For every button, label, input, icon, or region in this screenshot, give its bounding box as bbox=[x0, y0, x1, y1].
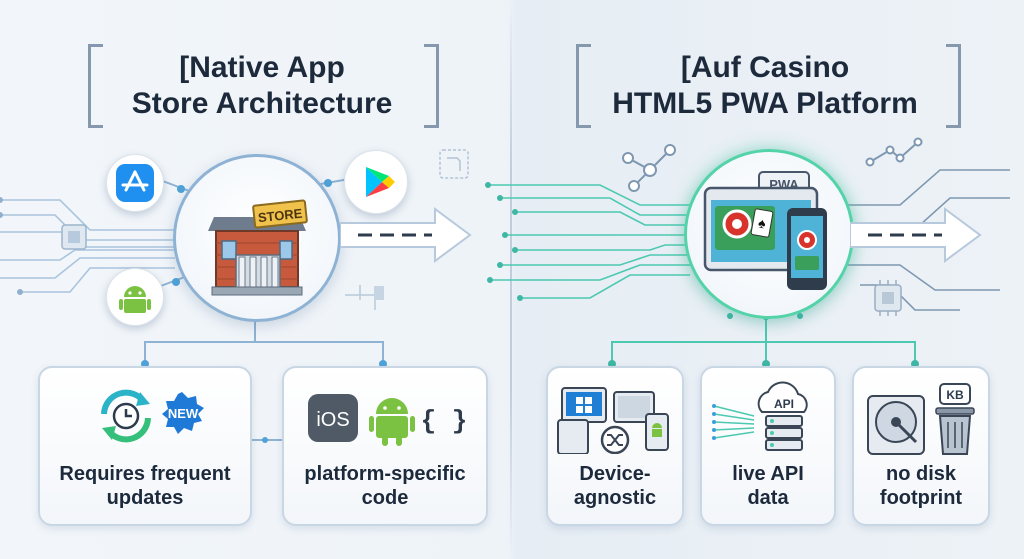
disk-trash-icon: KB bbox=[867, 383, 975, 455]
title-bracket-left bbox=[88, 44, 103, 128]
android-icon bbox=[106, 268, 164, 326]
svg-text:♠: ♠ bbox=[757, 214, 768, 231]
chip-icon bbox=[61, 224, 87, 250]
android-robot-icon bbox=[369, 398, 415, 446]
code-braces-icon: { } bbox=[421, 406, 466, 436]
ios-label: iOS bbox=[316, 409, 349, 431]
card-line1: Device- bbox=[579, 463, 651, 485]
card-frequent-updates: NEW Requires frequent updates bbox=[38, 366, 252, 526]
card-no-disk: KB no disk footprint bbox=[852, 366, 990, 526]
new-badge-text: NEW bbox=[168, 406, 199, 421]
store-sign-text: STORE bbox=[257, 206, 303, 226]
left-title-line2: Store Architecture bbox=[131, 87, 393, 120]
left-title-line1: [Native App bbox=[179, 51, 345, 84]
title-bracket-right-2 bbox=[946, 44, 961, 128]
google-play-icon bbox=[344, 150, 408, 214]
card-line2: code bbox=[361, 487, 409, 509]
card-device-agnostic: Device- agnostic bbox=[546, 366, 684, 526]
api-cloud-server-icon: API bbox=[712, 381, 808, 451]
trend-line-icon bbox=[865, 137, 923, 167]
left-title: [Native App Store Architecture bbox=[100, 50, 424, 122]
card-frequent-updates-label: Requires frequent updates bbox=[40, 462, 250, 510]
card-platform-specific-label: platform-specific code bbox=[284, 462, 486, 510]
multi-device-icon bbox=[557, 387, 669, 454]
card-platform-specific: iOS { } platform-specific code bbox=[282, 366, 488, 526]
title-bracket-left-2 bbox=[576, 44, 591, 128]
native-app-store-hub: STORE bbox=[173, 154, 341, 322]
card-no-disk-label: no disk footprint bbox=[854, 462, 988, 510]
network-icon bbox=[622, 144, 676, 192]
card-live-api-label: live API data bbox=[702, 462, 834, 510]
api-label: API bbox=[774, 397, 794, 411]
right-title: [Auf Casino HTML5 PWA Platform bbox=[580, 50, 950, 122]
pwa-devices-icon: PWA ♠ bbox=[703, 171, 827, 290]
chip-icon-right bbox=[874, 280, 902, 316]
chip-icon-small bbox=[439, 149, 469, 179]
card-line1: live API bbox=[732, 463, 804, 485]
update-cycle-icon: NEW bbox=[101, 389, 204, 443]
title-bracket-right bbox=[424, 44, 439, 128]
card-line1: no disk bbox=[885, 463, 956, 485]
platform-icons: iOS { } bbox=[308, 394, 466, 446]
ios-icon: iOS bbox=[308, 394, 358, 442]
card-line2: agnostic bbox=[573, 487, 657, 509]
right-title-line2: HTML5 PWA Platform bbox=[612, 87, 918, 120]
card-line2: data bbox=[747, 487, 789, 509]
store-building-icon: STORE bbox=[208, 199, 308, 296]
card-line1: Requires frequent bbox=[59, 463, 231, 485]
right-arrow-icon bbox=[850, 207, 982, 263]
card-line1: platform-specific bbox=[304, 463, 466, 485]
app-store-icon bbox=[106, 154, 164, 212]
right-title-line1: [Auf Casino bbox=[680, 51, 850, 84]
card-live-api: API live API data bbox=[700, 366, 836, 526]
card-line2: updates bbox=[106, 487, 184, 509]
kb-label: KB bbox=[946, 388, 964, 402]
pwa-platform-hub: PWA ♠ bbox=[684, 149, 854, 319]
card-device-agnostic-label: Device- agnostic bbox=[548, 462, 682, 510]
left-arrow-icon bbox=[340, 207, 472, 263]
card-line2: footprint bbox=[879, 487, 963, 509]
